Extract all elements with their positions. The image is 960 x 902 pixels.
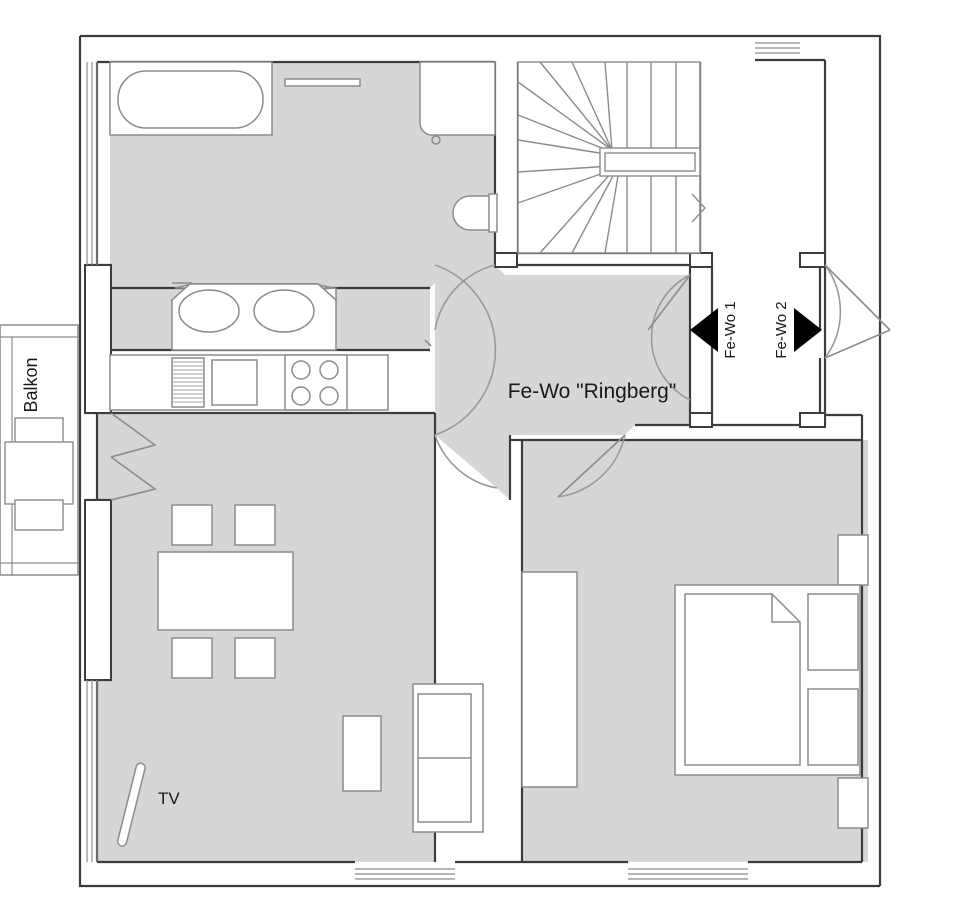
bedroom-furniture <box>521 534 869 829</box>
door-entry-fewo2-leaf <box>824 264 891 331</box>
tv-label: TV <box>158 789 180 808</box>
oven <box>211 359 258 406</box>
window-left-lower <box>86 680 98 862</box>
kitchen-sink-bowl-right <box>253 289 315 333</box>
unit-markers: Fe-Wo 1 Fe-Wo 2 <box>690 301 822 359</box>
pier-left-lower <box>84 499 112 681</box>
balcony <box>0 324 79 576</box>
door-bedroom-leaf <box>557 434 626 498</box>
wall-left-bottom-outer <box>78 36 880 888</box>
washbasin <box>419 61 496 136</box>
page-title: Fe-Wo "Ringberg" <box>508 380 677 403</box>
fewo-2-arrow-icon <box>794 308 822 352</box>
nightstand-2 <box>807 688 859 766</box>
pier-entry-bottom <box>799 412 826 428</box>
washbasin-faucet <box>431 135 441 145</box>
fewo-1-label: Fe-Wo 1 <box>722 301 739 358</box>
pier-entry-top <box>799 252 826 268</box>
pier-left-upper <box>84 264 112 414</box>
closet-niche-bottom <box>837 777 869 829</box>
bathtub <box>117 70 264 129</box>
door-kitchen-leaf <box>424 339 432 347</box>
cooktop-burner-2 <box>319 360 339 380</box>
door-living-arc <box>434 434 498 489</box>
wall-right-outer <box>748 34 882 886</box>
windows <box>86 42 800 880</box>
dishwasher-hatch <box>172 361 204 403</box>
dining-chair-1 <box>171 504 213 546</box>
dining-chair-2 <box>234 504 276 546</box>
nightstand-1 <box>807 593 859 671</box>
stair-direction-chevron <box>691 193 706 223</box>
toilet-cistern <box>488 193 498 233</box>
window-top-stairwell <box>755 42 800 54</box>
balcony-table <box>4 441 74 505</box>
tv-screen <box>116 762 146 847</box>
closet-niche-top <box>837 534 869 586</box>
tv <box>116 762 146 847</box>
dining-chair-3 <box>171 637 213 679</box>
balcony-chair-2 <box>14 499 64 531</box>
staircase <box>517 61 706 254</box>
kitchen-sink-bowl-left <box>178 289 240 333</box>
door-hall-entry-arc <box>650 274 691 401</box>
bed-folded-corner <box>771 594 800 623</box>
pier-hall-bottom <box>689 412 713 428</box>
dining-table <box>157 551 294 631</box>
pier-bath-hall <box>494 252 518 268</box>
double-bed <box>684 593 801 766</box>
wardrobe <box>521 571 578 788</box>
cooktop-burner-4 <box>319 386 339 406</box>
fewo-1-arrow-icon <box>690 308 718 352</box>
kitchen-fixtures <box>109 282 389 411</box>
door-bathroom-arc <box>434 264 496 331</box>
bathroom-fixtures <box>109 61 498 233</box>
stair-handrail-inner <box>604 152 696 172</box>
window-bottom-bedroom <box>628 868 748 880</box>
cooktop-burner-3 <box>291 386 311 406</box>
door-swings <box>110 264 891 501</box>
toilet <box>452 195 496 231</box>
door-hall-arc-left <box>434 264 497 436</box>
balcony-label: Balkon <box>21 357 41 412</box>
window-bottom-living <box>355 868 455 880</box>
wall-piers <box>84 252 826 681</box>
living-room-furniture <box>157 504 484 833</box>
coffee-table <box>342 715 382 792</box>
door-entry-fewo2-arc <box>824 264 842 359</box>
walls <box>78 34 882 888</box>
door-hall-entry-leaf <box>647 274 691 331</box>
door-balcony-double <box>110 412 157 501</box>
room-hallway-fill <box>435 265 690 500</box>
dining-chair-4 <box>234 637 276 679</box>
fewo-2-label: Fe-Wo 2 <box>773 301 790 358</box>
towel-rail <box>284 78 361 87</box>
door-bedroom-arc <box>557 434 626 498</box>
cooktop-burner-1 <box>291 360 311 380</box>
window-left-upper <box>86 62 98 265</box>
stair-winders <box>517 61 619 254</box>
pier-hall-corridor <box>689 252 713 268</box>
door-entry-fewo2-leaf2 <box>824 329 891 359</box>
